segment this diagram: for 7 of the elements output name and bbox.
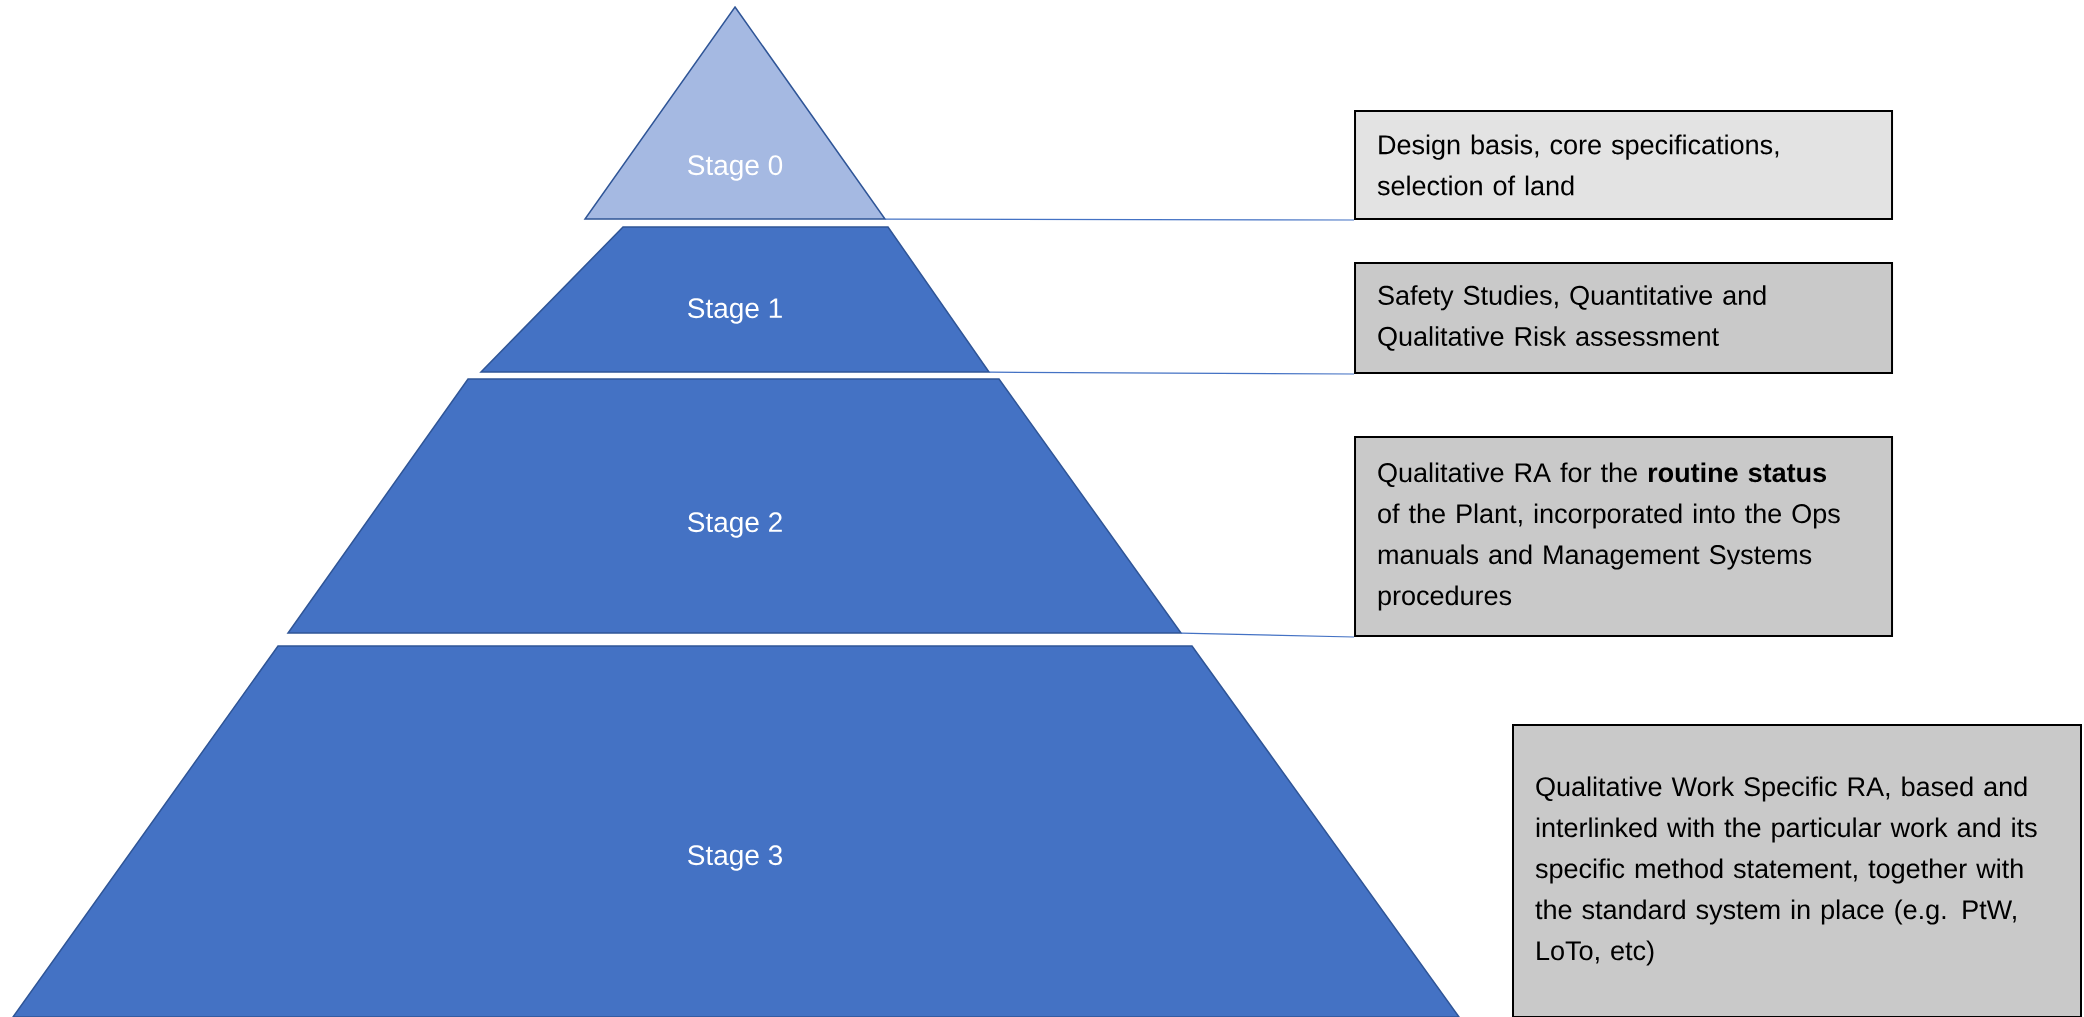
description-box: Design basis, core specifications, selection of land <box>1354 110 1894 220</box>
description-box: Qualitative RA for the routine status of the Plant, incorporated into the Ops manuals and Management Systems procedures <box>1354 436 1894 637</box>
leader-line <box>988 371 1355 375</box>
description-box: Qualitative Work Specific RA, based and interlinked with the particular work and its specific method statement, together with the standard system in place (e.g. PtW, LoTo, etc) <box>1512 724 2083 1017</box>
description-box: Safety Studies, Quantitative and Qualitative Risk assessment <box>1354 262 1894 374</box>
leader-line <box>1180 632 1355 638</box>
leader-line <box>884 218 1355 221</box>
